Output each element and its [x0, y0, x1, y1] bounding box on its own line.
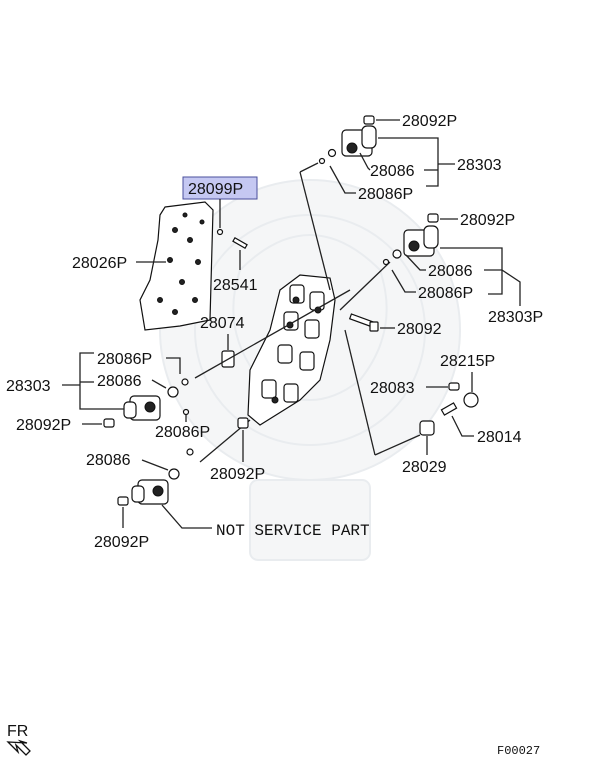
solenoid-valve-icon [123, 395, 161, 421]
label-28092[interactable]: 28092 [397, 321, 442, 338]
label-28086P-top[interactable]: 28086P [358, 186, 413, 203]
bolt-icon [363, 115, 375, 125]
plug-icon [463, 392, 479, 408]
bolt-icon [117, 496, 129, 506]
label-28092P-left[interactable]: 28092P [16, 417, 71, 434]
solenoid-valve-icon [341, 125, 377, 157]
o-ring-icon [182, 408, 190, 416]
o-ring-icon [382, 258, 390, 266]
o-ring-icon [168, 468, 180, 480]
label-28303-left[interactable]: 28303 [6, 378, 51, 395]
label-28099P[interactable]: 28099P [188, 181, 243, 198]
label-not-service-part: NOT SERVICE PART [216, 522, 370, 540]
label-28541[interactable]: 28541 [213, 277, 258, 294]
separator-plate-icon [139, 201, 214, 331]
solenoid-valve-icon [131, 479, 169, 505]
label-28086P-left2[interactable]: 28086P [155, 424, 210, 441]
bolt-icon [348, 313, 379, 332]
label-28086-mid[interactable]: 28086 [428, 263, 473, 280]
valve-body-icon [247, 274, 336, 426]
o-ring-icon [167, 386, 179, 398]
spring-icon [448, 382, 460, 391]
label-28086P-mid[interactable]: 28086P [418, 285, 473, 302]
label-fr: FR [7, 723, 28, 740]
label-28014[interactable]: 28014 [477, 429, 522, 446]
o-ring-icon [392, 249, 402, 259]
o-ring-icon [181, 378, 189, 386]
bolt-icon [237, 417, 249, 429]
label-28215P[interactable]: 28215P [440, 353, 495, 370]
bolt-icon [103, 418, 115, 428]
label-28086-left[interactable]: 28086 [97, 373, 142, 390]
label-28086-top[interactable]: 28086 [370, 163, 415, 180]
o-ring-icon [186, 448, 194, 456]
label-28026P[interactable]: 28026P [72, 255, 127, 272]
label-figure-code: F00027 [497, 744, 540, 758]
label-28083[interactable]: 28083 [370, 380, 415, 397]
bolt-icon [232, 236, 248, 250]
plug-icon [419, 420, 435, 436]
label-28092P-mid[interactable]: 28092P [460, 212, 515, 229]
label-28303-top[interactable]: 28303 [457, 157, 502, 174]
label-28092P-bottom[interactable]: 28092P [94, 534, 149, 551]
fr-arrow-icon [6, 739, 31, 756]
o-ring-icon [318, 157, 326, 165]
label-28092P-low[interactable]: 28092P [210, 466, 265, 483]
label-28092P-top[interactable]: 28092P [402, 113, 457, 130]
o-ring-icon [327, 148, 337, 158]
label-28086P-left[interactable]: 28086P [97, 351, 152, 368]
label-28074[interactable]: 28074 [200, 315, 245, 332]
label-28086-low[interactable]: 28086 [86, 452, 131, 469]
pin-icon [216, 228, 224, 236]
bolt-icon [427, 213, 439, 223]
solenoid-valve-icon [403, 225, 439, 257]
label-28029[interactable]: 28029 [402, 459, 447, 476]
spring-icon [440, 402, 458, 416]
label-28303P[interactable]: 28303P [488, 309, 543, 326]
